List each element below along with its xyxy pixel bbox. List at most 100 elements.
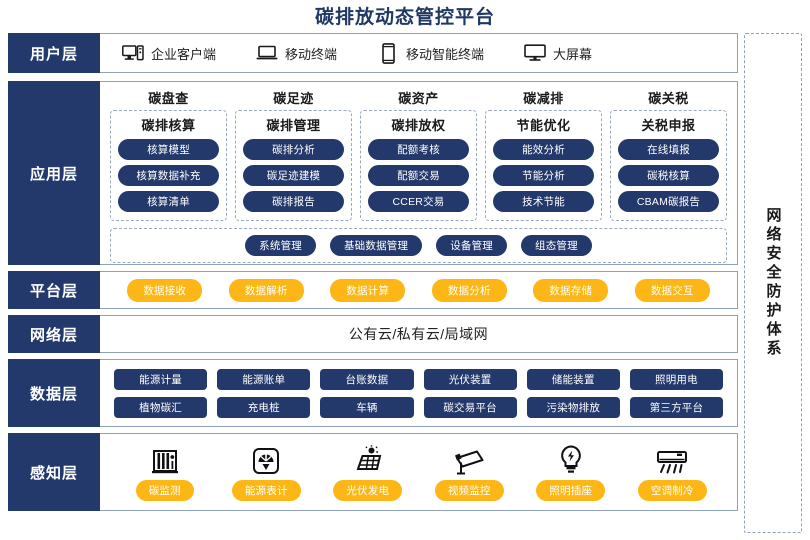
app-group-title: 节能优化 bbox=[516, 118, 571, 133]
app-column-title: 碳减排 bbox=[523, 91, 564, 106]
layer-data-body: 能源计量 能源账单 台账数据 光伏装置 储能装置 照明用电 植物碳汇 充电桩 车… bbox=[100, 359, 738, 427]
data-source-row: 植物碳汇 充电桩 车辆 碳交易平台 污染物排放 第三方平台 bbox=[114, 396, 724, 418]
cctv-camera-icon bbox=[452, 443, 486, 475]
data-source-item[interactable]: 车辆 bbox=[320, 396, 414, 418]
app-group-title: 碳排核算 bbox=[141, 118, 196, 133]
management-button[interactable]: 组态管理 bbox=[521, 235, 592, 256]
monitor-icon bbox=[524, 43, 546, 63]
data-source-item[interactable]: 台账数据 bbox=[320, 368, 414, 390]
app-feature-button[interactable]: 碳排分析 bbox=[243, 139, 344, 160]
platform-capability[interactable]: 数据分析 bbox=[431, 278, 507, 302]
app-feature-button[interactable]: 核算清单 bbox=[118, 191, 219, 212]
data-source-item[interactable]: 能源账单 bbox=[217, 368, 311, 390]
solar-panel-icon bbox=[351, 443, 385, 475]
user-item-label: 大屏幕 bbox=[553, 46, 593, 62]
layer-platform-label: 平台层 bbox=[8, 271, 100, 309]
platform-capability[interactable]: 数据计算 bbox=[330, 278, 406, 302]
factory-icon bbox=[148, 443, 182, 475]
perception-item-solar-power[interactable]: 光伏发电 bbox=[317, 443, 419, 501]
app-group: 关税申报 在线填报 碳税核算 CBAM碳报告 bbox=[610, 110, 727, 221]
app-group: 节能优化 能效分析 节能分析 技术节能 bbox=[485, 110, 602, 221]
layer-platform-body: 数据接收 数据解析 数据计算 数据分析 数据存储 数据交互 bbox=[100, 271, 738, 309]
laptop-icon bbox=[256, 43, 278, 63]
app-feature-button[interactable]: 配额考核 bbox=[368, 139, 469, 160]
user-item-label: 移动智能终端 bbox=[406, 46, 485, 62]
platform-capability[interactable]: 数据解析 bbox=[228, 278, 304, 302]
app-feature-button[interactable]: 碳排报告 bbox=[243, 191, 344, 212]
user-item-label: 企业客户端 bbox=[151, 46, 217, 62]
layer-network-label: 网络层 bbox=[8, 315, 100, 353]
app-feature-button[interactable]: CCER交易 bbox=[368, 191, 469, 212]
perception-item-label: 碳监测 bbox=[135, 480, 194, 501]
lightbulb-bolt-icon bbox=[554, 443, 588, 475]
desktop-tower-icon bbox=[122, 43, 144, 63]
application-column-list: 碳盘查 碳排核算 核算模型 核算数据补充 核算清单 碳足迹 碳排管理 碳排分析 bbox=[110, 88, 727, 221]
platform-capability[interactable]: 数据存储 bbox=[533, 278, 609, 302]
app-column-title: 碳盘查 bbox=[148, 91, 189, 106]
platform-capability[interactable]: 数据接收 bbox=[127, 278, 203, 302]
app-group: 碳排核算 核算模型 核算数据补充 核算清单 bbox=[110, 110, 227, 221]
layer-application-body: 碳盘查 碳排核算 核算模型 核算数据补充 核算清单 碳足迹 碳排管理 碳排分析 bbox=[100, 81, 738, 265]
data-source-item[interactable]: 充电桩 bbox=[217, 396, 311, 418]
app-column-carbon-asset: 碳资产 碳排放权 配额考核 配额交易 CCER交易 bbox=[360, 88, 477, 221]
management-button[interactable]: 基础数据管理 bbox=[329, 235, 423, 256]
layer-application-label: 应用层 bbox=[8, 81, 100, 265]
data-source-item[interactable]: 碳交易平台 bbox=[423, 396, 517, 418]
app-feature-button[interactable]: 节能分析 bbox=[493, 165, 594, 186]
data-source-item[interactable]: 照明用电 bbox=[629, 368, 724, 390]
smartphone-icon bbox=[377, 42, 399, 64]
app-feature-button[interactable]: 碳税核算 bbox=[618, 165, 719, 186]
user-item-enterprise-client[interactable]: 企业客户端 bbox=[122, 43, 216, 63]
user-item-smart-mobile-terminal[interactable]: 移动智能终端 bbox=[377, 42, 485, 64]
data-source-row: 能源计量 能源账单 台账数据 光伏装置 储能装置 照明用电 bbox=[114, 368, 724, 390]
app-column-carbon-footprint: 碳足迹 碳排管理 碳排分析 碳足迹建模 碳排报告 bbox=[235, 88, 352, 221]
app-feature-button[interactable]: 能效分析 bbox=[493, 139, 594, 160]
app-feature-button[interactable]: 核算数据补充 bbox=[118, 165, 219, 186]
perception-item-carbon-monitoring[interactable]: 碳监测 bbox=[114, 443, 216, 501]
perception-item-label: 光伏发电 bbox=[333, 480, 403, 501]
air-conditioner-icon bbox=[655, 443, 689, 475]
user-item-large-screen[interactable]: 大屏幕 bbox=[524, 43, 592, 63]
architecture-diagram: 用户层 bbox=[8, 33, 738, 533]
layer-user-label: 用户层 bbox=[8, 33, 100, 73]
app-group-title: 碳排管理 bbox=[266, 118, 321, 133]
data-source-item[interactable]: 能源计量 bbox=[114, 368, 208, 390]
page-title: 碳排放动态管控平台 bbox=[314, 7, 495, 28]
layer-perception-body: 碳监测 能源表 bbox=[100, 433, 738, 511]
perception-device-list: 碳监测 能源表 bbox=[114, 443, 723, 501]
data-source-item[interactable]: 光伏装置 bbox=[423, 368, 517, 390]
app-group: 碳排放权 配额考核 配额交易 CCER交易 bbox=[360, 110, 477, 221]
layer-data: 数据层 能源计量 能源账单 台账数据 光伏装置 储能装置 照明用电 植物碳汇 充… bbox=[8, 359, 738, 427]
layer-perception-label: 感知层 bbox=[8, 433, 100, 511]
layer-data-label: 数据层 bbox=[8, 359, 100, 427]
data-source-item[interactable]: 第三方平台 bbox=[629, 396, 724, 418]
app-feature-button[interactable]: 在线填报 bbox=[618, 139, 719, 160]
app-column-title: 碳足迹 bbox=[273, 91, 314, 106]
app-group: 碳排管理 碳排分析 碳足迹建模 碳排报告 bbox=[235, 110, 352, 221]
layer-user-body: 企业客户端 移动终端 bbox=[100, 33, 738, 73]
app-feature-button[interactable]: 配额交易 bbox=[368, 165, 469, 186]
perception-item-air-conditioning[interactable]: 空调制冷 bbox=[622, 443, 724, 501]
perception-item-energy-meter[interactable]: 能源表计 bbox=[216, 443, 318, 501]
perception-item-video-surveillance[interactable]: 视频监控 bbox=[419, 443, 521, 501]
app-feature-button[interactable]: 技术节能 bbox=[493, 191, 594, 212]
management-button[interactable]: 系统管理 bbox=[245, 235, 316, 256]
security-system-panel: 网络安全防护体系 bbox=[744, 33, 802, 533]
management-button[interactable]: 设备管理 bbox=[436, 235, 507, 256]
perception-item-lighting-socket[interactable]: 照明插座 bbox=[520, 443, 622, 501]
app-feature-button[interactable]: CBAM碳报告 bbox=[618, 191, 719, 212]
app-feature-button[interactable]: 核算模型 bbox=[118, 139, 219, 160]
data-source-item[interactable]: 植物碳汇 bbox=[114, 396, 208, 418]
user-item-mobile-terminal[interactable]: 移动终端 bbox=[256, 43, 337, 63]
data-source-item[interactable]: 储能装置 bbox=[526, 368, 620, 390]
layer-user: 用户层 bbox=[8, 33, 738, 73]
layer-network-body: 公有云/私有云/局域网 bbox=[100, 315, 738, 353]
app-column-carbon-tariff: 碳关税 关税申报 在线填报 碳税核算 CBAM碳报告 bbox=[610, 88, 727, 221]
app-feature-button[interactable]: 碳足迹建模 bbox=[243, 165, 344, 186]
perception-item-label: 能源表计 bbox=[231, 480, 301, 501]
app-group-title: 关税申报 bbox=[641, 118, 696, 133]
layer-platform: 平台层 数据接收 数据解析 数据计算 数据分析 数据存储 数据交互 bbox=[8, 271, 738, 309]
platform-capability[interactable]: 数据交互 bbox=[634, 278, 710, 302]
data-source-item[interactable]: 污染物排放 bbox=[526, 396, 620, 418]
